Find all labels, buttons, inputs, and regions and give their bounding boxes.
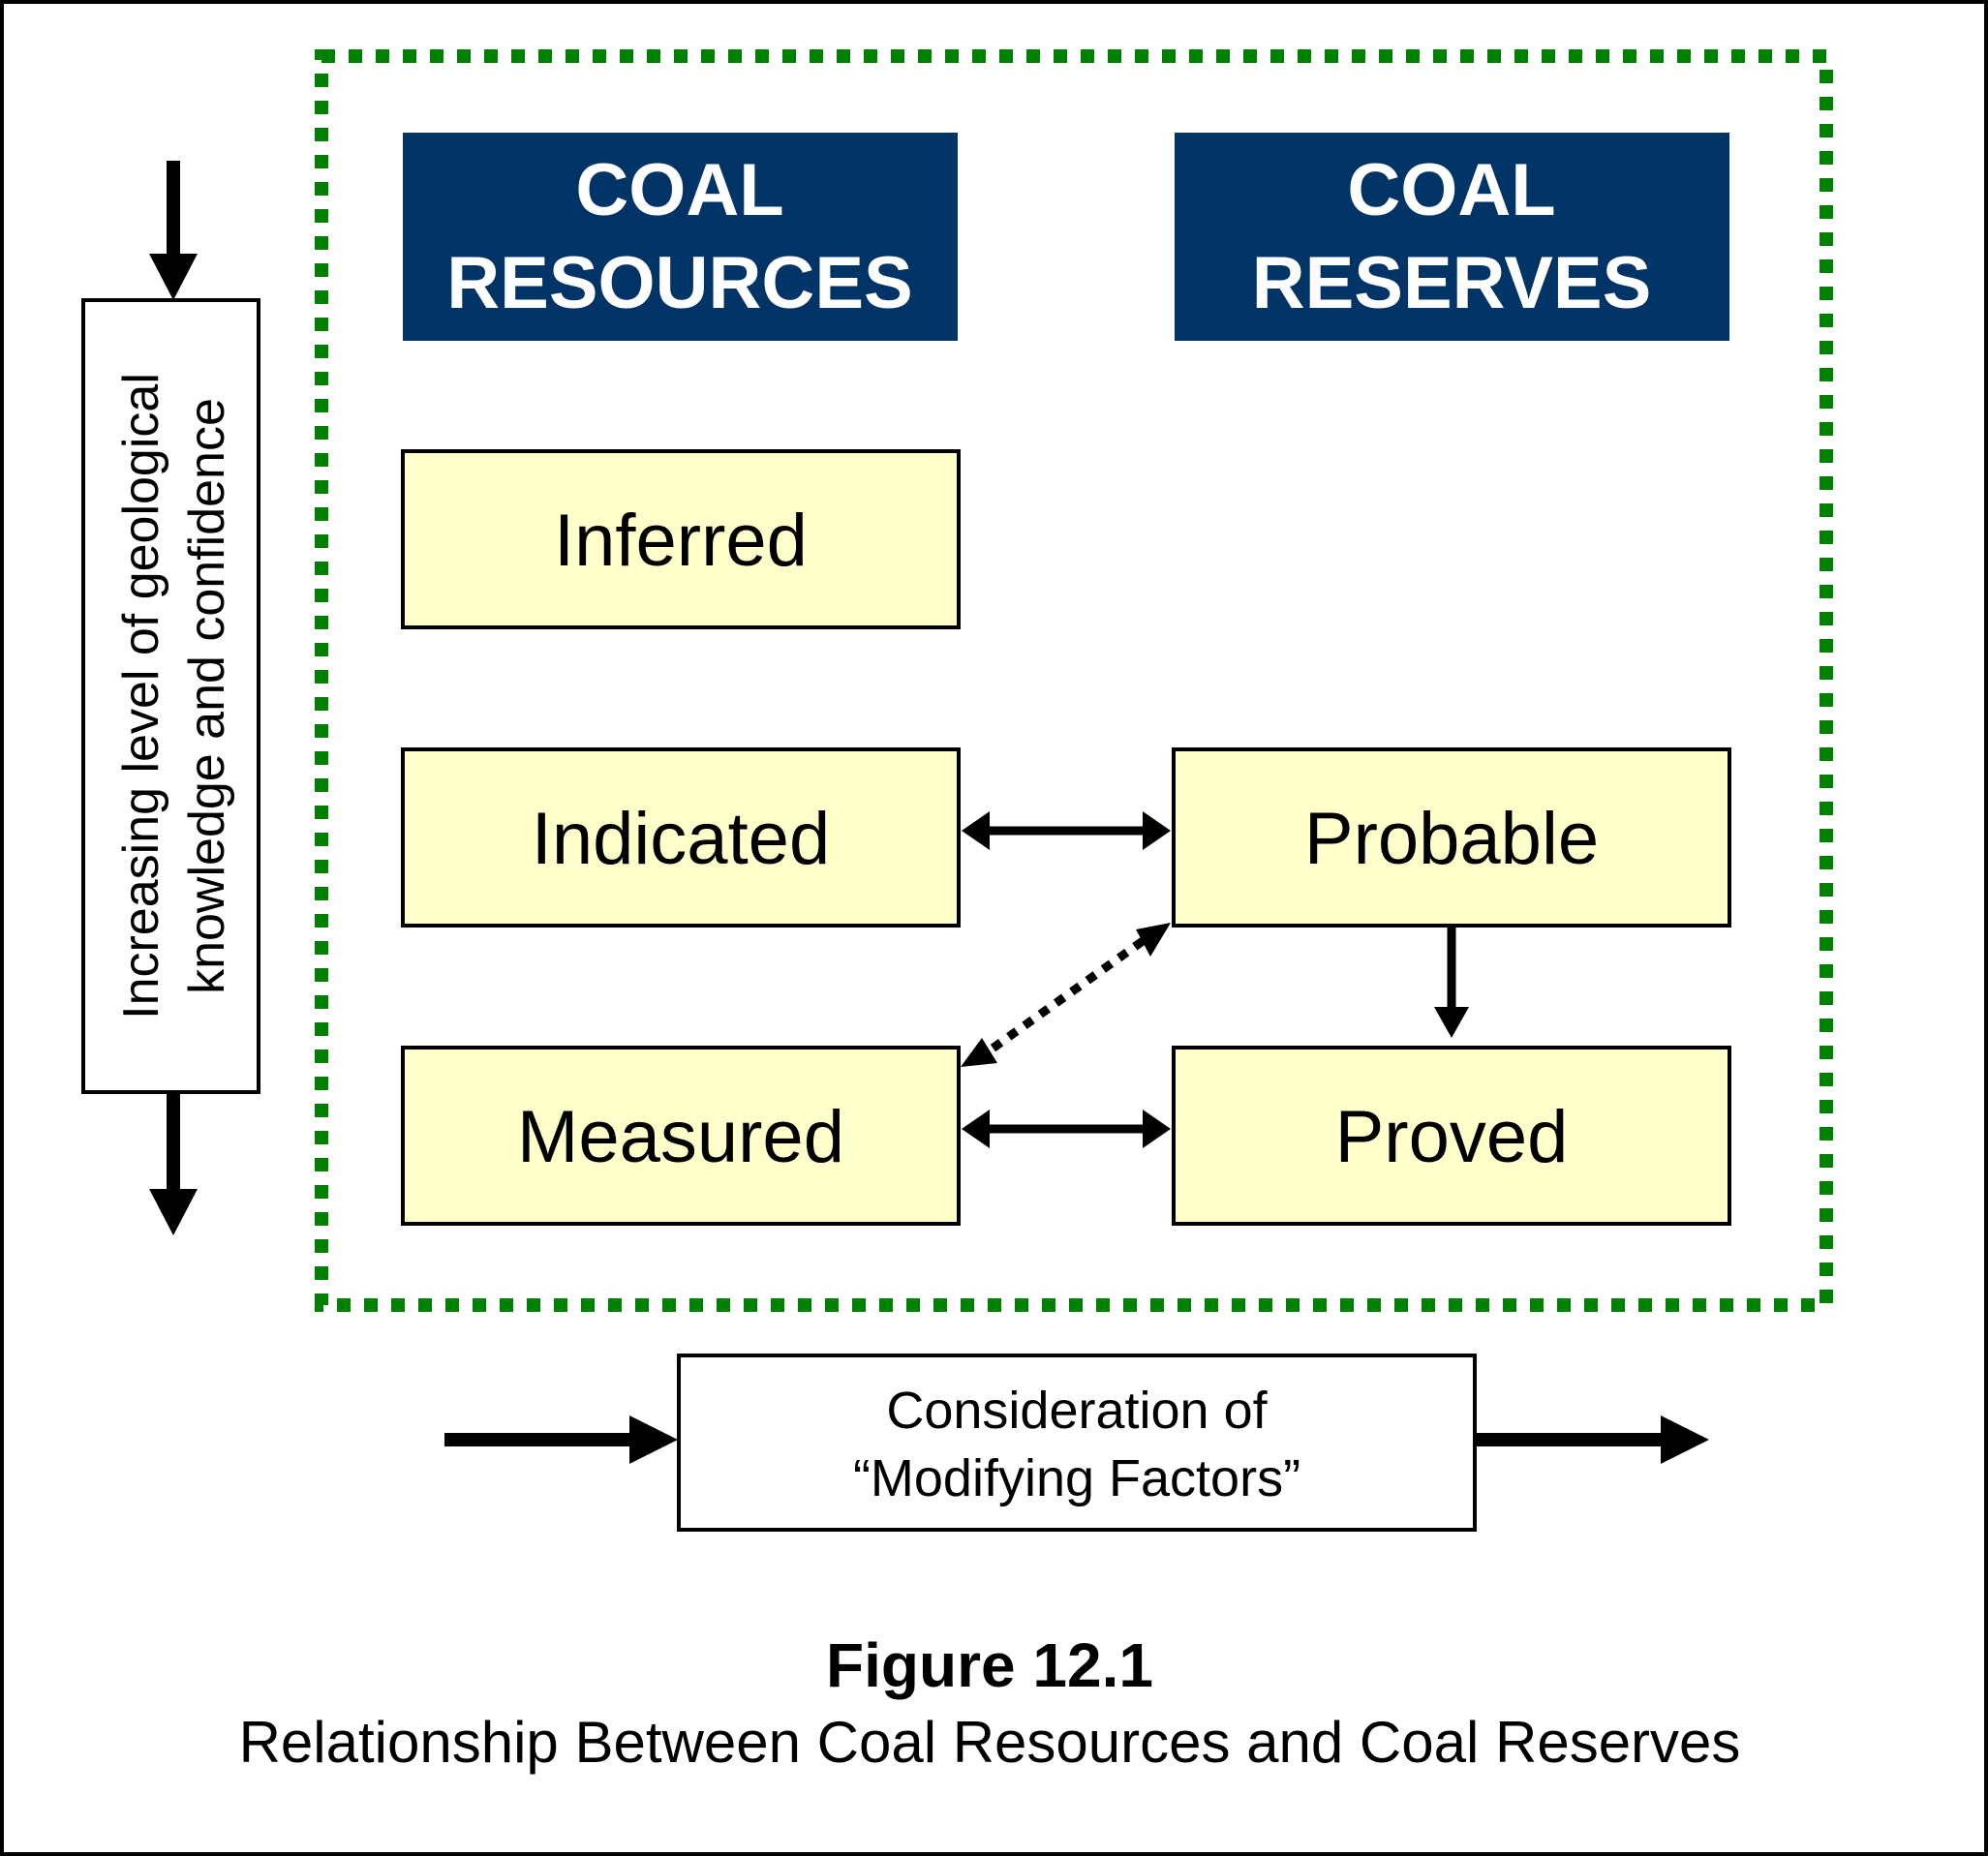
probable-box: [1172, 747, 1731, 928]
confidence-label-box: [81, 298, 260, 1094]
confidence-label-line1: Increasing level of geological: [113, 373, 169, 1019]
coal-resources-line2: RESOURCES: [446, 242, 912, 324]
coal-reserves-line1: COAL: [1347, 149, 1555, 231]
indicated-label: Indicated: [532, 798, 830, 880]
modifying-factors-arrow: [444, 1415, 1709, 1464]
measured-proved-arrow: [962, 1110, 1171, 1148]
modifying-factors-box: [677, 1354, 1477, 1532]
figure-caption: Relationship Between Coal Resources and …: [239, 1710, 1741, 1775]
scope-dashed-border: [315, 49, 1833, 1312]
coal-reserves-line2: RESERVES: [1252, 242, 1652, 324]
indicated-probable-arrow: [962, 811, 1171, 850]
confidence-axis-arrow: [149, 161, 198, 1235]
measured-label: Measured: [517, 1096, 844, 1178]
coal-resources-line1: COAL: [575, 149, 783, 231]
indicated-box: [401, 747, 961, 928]
proved-box: [1172, 1046, 1731, 1226]
probable-measured-dotted-arrow: [961, 923, 1171, 1067]
probable-proved-arrow: [1434, 928, 1469, 1038]
confidence-label-line2: knowledge and confidence: [179, 398, 235, 994]
inferred-box: [401, 449, 961, 629]
coal-reserves-header: [1175, 133, 1729, 341]
modifying-factors-line2: “Modifying Factors”: [853, 1449, 1300, 1507]
proved-label: Proved: [1335, 1096, 1569, 1178]
modifying-factors-line1: Consideration of: [886, 1382, 1268, 1440]
figure-title: Figure 12.1: [826, 1630, 1153, 1700]
coal-resources-header: [403, 133, 958, 341]
probable-label: Probable: [1304, 798, 1599, 880]
inferred-label: Inferred: [554, 500, 808, 582]
measured-box: [401, 1046, 961, 1226]
